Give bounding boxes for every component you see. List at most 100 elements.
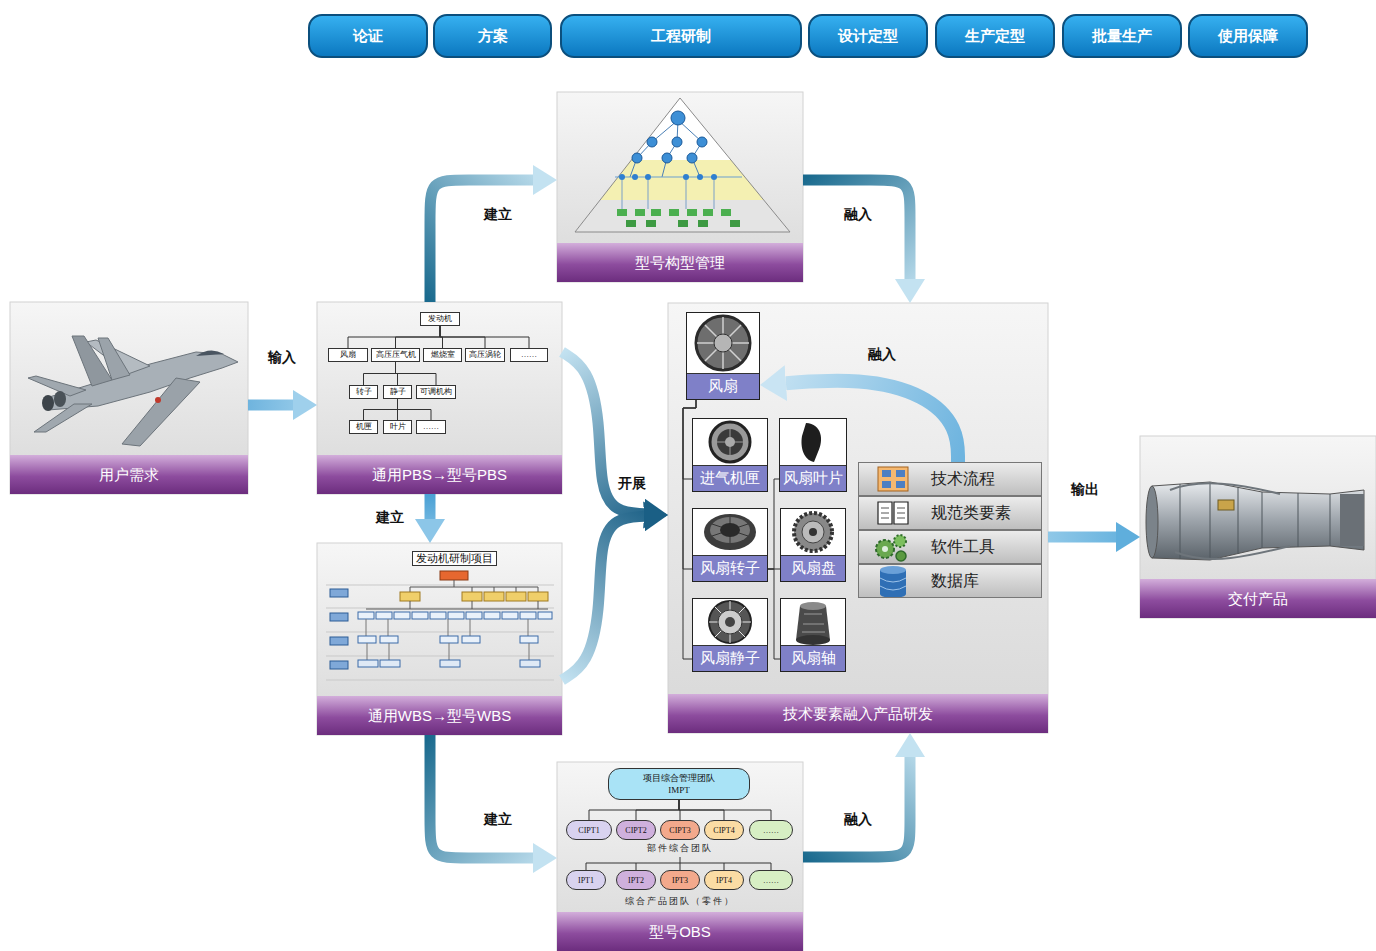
- tree-line: [679, 800, 771, 820]
- configuration-pyramid: [626, 220, 636, 227]
- node-text: CIPT4: [713, 826, 734, 835]
- node-text: ……: [423, 423, 439, 431]
- team-pill: IPT4: [704, 870, 744, 890]
- element-icons: [882, 470, 891, 477]
- node-ground: [668, 303, 1048, 733]
- component-card: 风扇盘: [780, 508, 846, 582]
- wbs-chart: [366, 619, 528, 636]
- node-text: 燃烧室: [431, 351, 455, 359]
- wbs-chart: [394, 612, 410, 619]
- wbs-chart: [358, 660, 378, 667]
- component-pictures: [710, 517, 750, 543]
- element-icons: [882, 481, 891, 488]
- component-pictures: [809, 528, 817, 536]
- fighter-jet: [34, 404, 92, 432]
- engine-picture: [1218, 500, 1234, 510]
- wbs-chart: [367, 643, 529, 660]
- phase-button: 工程研制: [560, 14, 802, 58]
- stage-panel: 用户需求: [10, 302, 248, 494]
- node-text: IPT3: [672, 876, 688, 885]
- configuration-pyramid: [619, 174, 625, 180]
- tree-line: [348, 326, 440, 348]
- configuration-pyramid: [632, 153, 642, 163]
- node-ground: [858, 496, 1042, 530]
- element-row: 规范类要素: [858, 496, 1042, 530]
- wbs-chart: [506, 592, 526, 601]
- edge-label: 开展: [616, 475, 648, 493]
- wbs-chart: [462, 636, 480, 643]
- wbs-chart: [400, 592, 420, 601]
- wbs-chart: [440, 571, 468, 580]
- component-pictures: [720, 523, 740, 537]
- node-text: 风扇静子: [693, 645, 767, 671]
- node-text: 数据库: [931, 571, 979, 592]
- node-text: IPT4: [716, 876, 732, 885]
- phase-button: 方案: [433, 14, 552, 58]
- component-pictures: [712, 517, 748, 543]
- stage-panel: 通用PBS→型号PBS发动机风扇高压压气机燃烧室高压涡轮……转子静子可调机构机匣…: [317, 302, 562, 494]
- team-level-label: 综合产品团队（零件）: [625, 895, 735, 908]
- team-pill: CIPT3: [660, 820, 700, 840]
- node-text: ……: [763, 826, 779, 835]
- pbs-box: ……: [416, 420, 446, 434]
- flow-arrow: [425, 494, 436, 519]
- node-ground: [686, 312, 760, 400]
- wbs-chart: [366, 601, 548, 609]
- element-icons: [878, 502, 908, 524]
- component-card: 风扇: [686, 312, 760, 400]
- component-pictures: [704, 514, 756, 550]
- stage-panel: 交付产品: [1140, 436, 1376, 618]
- node-text: 叶片: [390, 423, 406, 431]
- wbs-chart: [440, 660, 460, 667]
- wbs-chart: [448, 612, 464, 619]
- element-icons: [881, 508, 905, 518]
- fighter-jet: [46, 352, 238, 410]
- engine-picture: [1180, 482, 1330, 560]
- stage-panel: 通用WBS→型号WBS发动机研制项目: [317, 543, 562, 735]
- team-pill: CIPT4: [704, 820, 744, 840]
- node-text: 技术流程: [931, 469, 995, 490]
- component-pictures: [796, 606, 830, 640]
- fighter-jet: [98, 338, 130, 380]
- wbs-chart: [528, 592, 548, 601]
- node-ground: [858, 462, 1042, 496]
- configuration-pyramid: [575, 98, 790, 232]
- node-text: 发动机研制项目: [416, 553, 493, 564]
- configuration-pyramid: [697, 137, 707, 147]
- node-text: 高压涡轮: [469, 351, 501, 359]
- tree-line: [440, 326, 529, 348]
- configuration-pyramid: [683, 174, 689, 180]
- wbs-box: 发动机研制项目: [412, 551, 497, 566]
- team-pill: CIPT1: [566, 820, 612, 840]
- node-text: 发动机: [428, 315, 452, 323]
- team-tree-lines: [586, 857, 771, 870]
- component-card: 风扇转子: [692, 508, 768, 582]
- node-text: 规范类要素: [931, 503, 1011, 524]
- wbs-chart: [440, 636, 458, 643]
- fighter-jet: [42, 395, 54, 411]
- team-pill: ……: [749, 870, 793, 890]
- node-text: 论证: [353, 27, 383, 46]
- wbs-chart: [326, 585, 554, 680]
- tree-line: [398, 399, 432, 420]
- wbs-chart: [520, 612, 536, 619]
- node-text: 可调机构: [420, 388, 452, 396]
- component-pictures: [800, 602, 826, 610]
- element-icons: [880, 566, 906, 574]
- phase-button: 生产定型: [935, 14, 1055, 58]
- pbs-box: ……: [510, 348, 548, 362]
- pbs-box: 发动机: [420, 312, 460, 326]
- fighter-jet: [155, 397, 161, 403]
- component-pictures: [718, 610, 742, 634]
- wbs-chart: [380, 660, 400, 667]
- node-ground: [557, 762, 803, 951]
- tree-line: [768, 479, 779, 569]
- tree-line: [589, 800, 679, 820]
- element-icons: [880, 590, 906, 598]
- configuration-pyramid: [600, 160, 764, 200]
- pbs-box: 高压涡轮: [465, 348, 505, 362]
- node-text: ……: [521, 351, 537, 359]
- wbs-chart: [484, 612, 500, 619]
- configuration-pyramid: [687, 209, 697, 216]
- node-text: 工程研制: [651, 27, 711, 46]
